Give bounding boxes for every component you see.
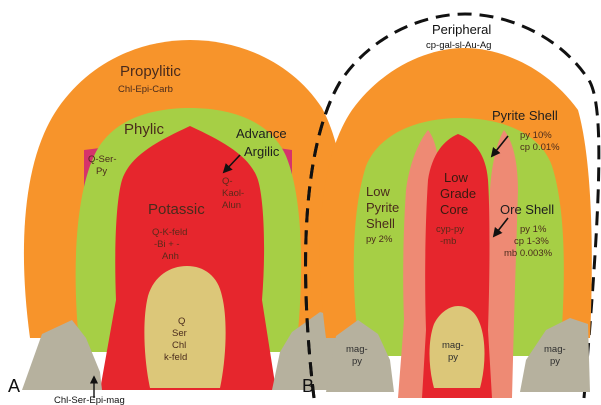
label-low-pyrite-1: Low [366,184,390,199]
label-bottom-a: Chl-Ser-Epi-mag [54,395,125,405]
label-low-pyrite-3: Shell [366,216,395,231]
label-ore-shell-sub-2: cp 1-3% [514,236,549,247]
label-qserpy-2: Py [96,166,107,177]
label-core-2: Ser [172,328,187,339]
label-peripheral-sub: cp-gal-sl-Au-Ag [426,40,491,51]
label-potassic-sub-3: Anh [162,251,179,262]
label-mag-left-2: py [352,356,362,367]
label-propylitic: Propylitic [120,63,181,80]
label-low-pyrite-2: Pyrite [366,200,399,215]
label-argilic-sub-2: Kaol- [222,188,244,199]
label-argilic-1: Advance [236,126,287,141]
label-low-grade-3: Core [440,202,468,217]
label-pyrite-shell-sub-2: cp 0.01% [520,142,560,153]
label-core-1: Q [178,316,185,327]
label-low-pyrite-sub: py 2% [366,234,393,245]
label-pyrite-shell-sub-1: py 10% [520,130,552,141]
label-mag-center-1: mag- [442,340,464,351]
label-phylic: Phylic [124,121,165,138]
label-low-grade-sub-1: cyp-py [436,224,464,235]
label-mag-left-1: mag- [346,344,368,355]
label-core-4: k-feld [164,352,187,363]
label-potassic: Potassic [148,201,205,218]
qser-core [144,266,225,388]
label-potassic-sub-2: -Bi + - [154,239,180,250]
label-argilic-sub-1: Q- [222,176,233,187]
label-qserpy-1: Q-Ser- [88,154,117,165]
label-mag-center-2: py [448,352,458,363]
label-argilic-sub-3: Alun [222,200,241,211]
label-low-grade-sub-2: -mb [440,236,456,247]
label-propylitic-sub: Chl-Epi-Carb [118,84,173,95]
label-ore-shell-sub-3: mb 0.003% [504,248,553,259]
label-ore-shell: Ore Shell [500,202,554,217]
label-pyrite-shell: Pyrite Shell [492,108,558,123]
label-mag-right-1: mag- [544,344,566,355]
label-peripheral: Peripheral [432,22,491,37]
label-core-3: Chl [172,340,186,351]
label-potassic-sub-1: Q-K-feld [152,227,187,238]
label-mag-right-2: py [550,356,560,367]
label-low-grade-2: Grade [440,186,476,201]
label-ore-shell-sub-1: py 1% [520,224,547,235]
label-low-grade-1: Low [444,170,468,185]
panel-label-a: A [8,376,20,396]
panel-label-b: B [302,376,314,396]
label-argilic-2: Argilic [244,144,280,159]
